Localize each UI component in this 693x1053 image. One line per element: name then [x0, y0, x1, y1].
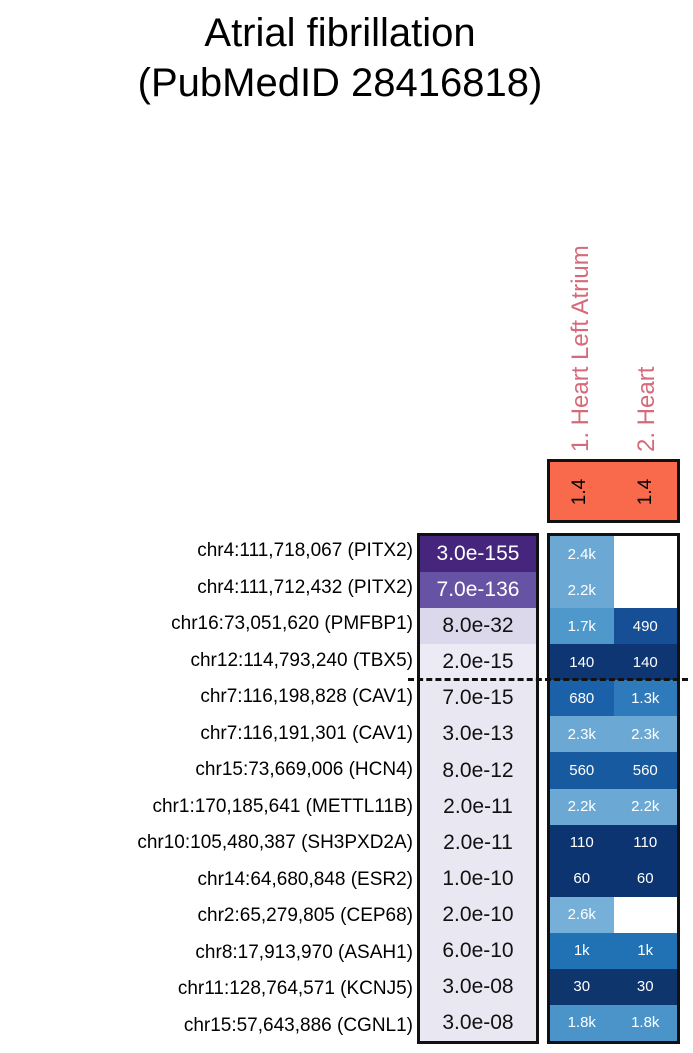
- pvalue-cell: 6.0e-10: [420, 932, 536, 969]
- heatmap-cell: 1k: [613, 932, 677, 969]
- figure-title: Atrial fibrillation (PubMedID 28416818): [0, 8, 680, 108]
- heatmap-cell: 140: [613, 644, 677, 681]
- column-header-band: [547, 459, 680, 523]
- heatmap-cell: 140: [550, 644, 614, 681]
- heatmap-cell: 1.7k: [550, 608, 614, 645]
- heatmap-cell: 1k: [550, 932, 614, 969]
- row-label: chr10:105,480,387 (SH3PXD2A): [137, 832, 413, 854]
- heatmap-cell: [613, 572, 677, 609]
- row-label: chr14:64,680,848 (ESR2): [197, 868, 413, 890]
- separator-dashed-line: [408, 678, 688, 681]
- row-label: chr8:17,913,970 (ASAH1): [195, 941, 413, 963]
- heatmap-cell: 1.8k: [550, 1004, 614, 1041]
- row-label: chr15:57,643,886 (CGNL1): [183, 1014, 413, 1036]
- pvalue-cell: 2.0e-10: [420, 896, 536, 933]
- row-labels: chr4:111,718,067 (PITX2) chr4:111,712,432…: [0, 533, 413, 1044]
- heatmap-cell: 2.2k: [613, 788, 677, 825]
- row-label: chr2:65,279,805 (CEP68): [197, 905, 413, 927]
- pvalue-cell: 3.0e-08: [420, 1005, 536, 1042]
- heatmap-cell: 2.6k: [550, 896, 614, 933]
- row-label: chr12:114,793,240 (TBX5): [190, 649, 413, 671]
- heatmap-cell: 2.4k: [550, 536, 614, 573]
- heatmap-cell: 2.3k: [550, 716, 614, 753]
- heatmap-cell: 560: [550, 752, 614, 789]
- heatmap-cell: 110: [550, 824, 614, 861]
- row-label: chr7:116,191,301 (CAV1): [200, 722, 413, 744]
- heatmap-cell: 680: [550, 680, 614, 717]
- heatmap-cell: 1.8k: [613, 1004, 677, 1041]
- column-header-value-2: 1.4: [635, 478, 656, 506]
- row-label: chr11:128,764,571 (KCNJ5): [177, 978, 413, 1000]
- title-line2: (PubMedID 28416818): [137, 61, 543, 105]
- heatmap-cell: [613, 536, 677, 573]
- pvalue-cell: 2.0e-15: [420, 644, 536, 681]
- column-label-heart-left-atrium: 1. Heart Left Atrium: [567, 245, 594, 452]
- pvalue-cell: 2.0e-11: [420, 824, 536, 861]
- pvalue-cell: 8.0e-12: [420, 752, 536, 789]
- pvalue-cell: 8.0e-32: [420, 608, 536, 645]
- pvalue-cell: 3.0e-13: [420, 716, 536, 753]
- heatmap-cell: 60: [613, 860, 677, 897]
- row-label: chr4:111,712,432 (PITX2): [197, 576, 413, 598]
- heatmap-cell: 490: [613, 608, 677, 645]
- heatmap-cell: 30: [613, 968, 677, 1005]
- pvalue-cell: 7.0e-15: [420, 680, 536, 717]
- heatmap-cell: 2.2k: [550, 572, 614, 609]
- heatmap-cell: 60: [550, 860, 614, 897]
- column-label-heart: 2. Heart: [633, 366, 660, 452]
- heatmap-cell: 560: [613, 752, 677, 789]
- pvalue-cell: 3.0e-08: [420, 968, 536, 1006]
- row-label: chr4:111,718,067 (PITX2): [197, 540, 413, 562]
- pvalue-cell: 3.0e-155: [420, 536, 536, 573]
- pvalue-cell: 2.0e-11: [420, 788, 536, 825]
- heatmap-cell: 1.3k: [613, 680, 677, 717]
- pvalue-cell: 1.0e-10: [420, 860, 536, 897]
- heatmap-cell: 30: [550, 968, 614, 1005]
- pvalue-cell: 7.0e-136: [420, 572, 536, 609]
- row-label: chr15:73,669,006 (HCN4): [195, 759, 413, 781]
- column-header-value-1: 1.4: [569, 478, 590, 506]
- heatmap-cell: 2.3k: [613, 716, 677, 753]
- row-label: chr1:170,185,641 (METTL11B): [152, 795, 413, 817]
- row-label: chr16:73,051,620 (PMFBP1): [171, 613, 413, 635]
- row-label: chr7:116,198,828 (CAV1): [200, 686, 413, 708]
- heatmap-cell: [613, 896, 677, 933]
- heatmap-cell: 110: [613, 824, 677, 861]
- title-line1: Atrial fibrillation: [204, 11, 476, 55]
- heatmap-cell: 2.2k: [550, 788, 614, 825]
